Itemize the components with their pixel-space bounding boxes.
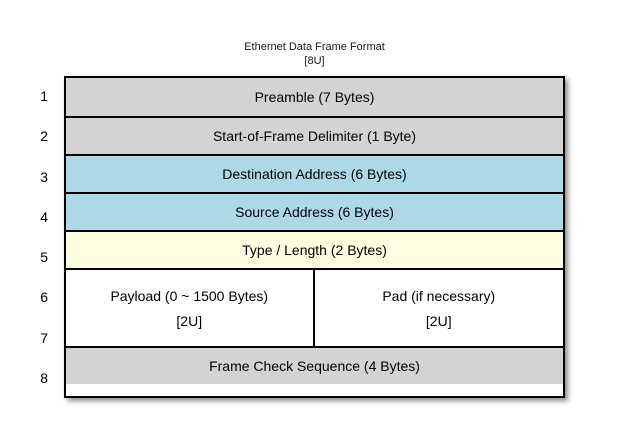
frame-format-table: Preamble (7 Bytes) Start-of-Frame Delimi… (64, 76, 565, 398)
title-line-2: [8U] (304, 55, 325, 67)
row-number-4: 4 (40, 208, 48, 225)
row-number-3: 3 (40, 168, 48, 185)
row-number-2: 2 (40, 128, 48, 145)
frame-row-payload-pad: Payload (0 ~ 1500 Bytes) [2U] Pad (if ne… (66, 268, 563, 346)
pad-cell-line-2: [2U] (425, 312, 452, 329)
payload-cell-line-2: [2U] (176, 312, 203, 329)
frame-row-label: Type / Length (2 Bytes) (242, 242, 387, 258)
frame-row-preamble: Preamble (7 Bytes) (66, 78, 563, 116)
frame-row-fcs: Frame Check Sequence (4 Bytes) (66, 346, 563, 384)
row-number-5: 5 (40, 249, 48, 266)
pad-cell: Pad (if necessary) [2U] (315, 270, 564, 346)
frame-row-label: Preamble (7 Bytes) (254, 89, 375, 105)
pad-cell-line-1: Pad (if necessary) (382, 287, 496, 304)
payload-cell-line-1: Payload (0 ~ 1500 Bytes) (110, 287, 269, 304)
diagram-title: Ethernet Data Frame Format [8U] (64, 40, 565, 68)
frame-row-destination-address: Destination Address (6 Bytes) (66, 154, 563, 192)
frame-row-source-address: Source Address (6 Bytes) (66, 192, 563, 230)
frame-row-type-length: Type / Length (2 Bytes) (66, 230, 563, 268)
frame-row-label: Start-of-Frame Delimiter (1 Byte) (212, 128, 417, 144)
row-number-1: 1 (40, 88, 48, 105)
frame-row-label: Frame Check Sequence (4 Bytes) (209, 358, 420, 374)
row-number-7: 7 (40, 329, 48, 346)
row-number-6: 6 (40, 289, 48, 306)
row-number-8: 8 (40, 369, 48, 386)
row-number-column: 1 2 3 4 5 6 7 8 (16, 76, 56, 398)
payload-cell: Payload (0 ~ 1500 Bytes) [2U] (66, 270, 315, 346)
frame-row-sfd: Start-of-Frame Delimiter (1 Byte) (66, 116, 563, 154)
frame-row-label: Source Address (6 Bytes) (235, 204, 394, 220)
frame-row-label: Destination Address (6 Bytes) (222, 166, 407, 182)
title-line-1: Ethernet Data Frame Format (244, 41, 385, 53)
